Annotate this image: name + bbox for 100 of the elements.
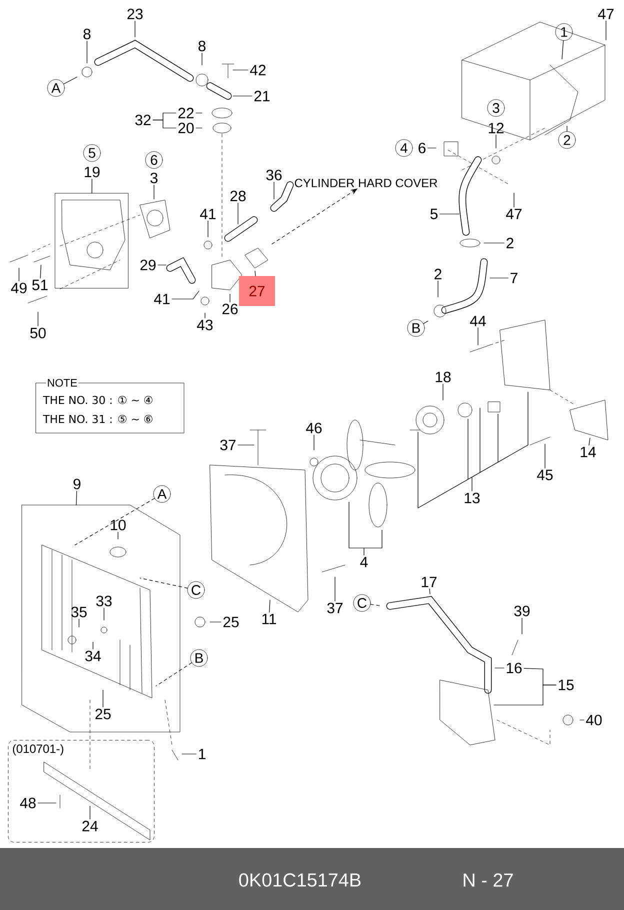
circled-letter: 2 [558,131,576,149]
circled-letter: C [187,581,205,599]
callout-number: 16 [506,662,522,674]
callout-number: 48 [20,798,36,808]
leader-line [423,320,428,324]
callout-number: 51 [32,280,48,290]
callout-number: 33 [96,596,112,606]
callout-number: 3 [150,172,158,184]
label: 0K01C15174B [239,873,361,887]
leader-line [92,642,94,650]
callout-number: 24 [82,820,98,832]
leader-line [76,490,78,506]
callout-number: 44 [470,316,486,326]
callout-number: 10 [110,520,126,530]
leader-line [269,600,270,612]
leader-line [140,578,188,588]
callout-number: 41 [154,294,170,304]
circled-letter: B [407,319,425,337]
callout-number: 49 [11,282,27,294]
leader-line [86,40,88,64]
leader-line [494,684,556,706]
callout-number: 19 [84,166,100,178]
footer-bar: 0K01C15174B N - 27 [0,848,624,910]
callout-number: 6 [418,142,426,154]
callout-number: 36 [266,170,282,180]
circled-letter: 1 [555,23,573,41]
leader-line [38,802,56,804]
callout-number: 9 [74,478,80,490]
callout-number: 2 [506,238,514,248]
callout-number: 14 [580,446,596,458]
leader-line [348,502,382,556]
leader-line [588,438,590,446]
leader-line [370,604,382,606]
leader-line [204,312,206,318]
callout-number: 37 [220,440,236,450]
leader-line [156,662,192,686]
callout-number: 29 [140,260,156,270]
callout-number: 4 [360,556,368,568]
callout-number: 17 [422,576,437,588]
callout-number: 47 [598,8,614,20]
leader-line [40,264,42,278]
callout-number: 50 [30,328,46,338]
leader-line [418,392,528,508]
leader-line [134,20,136,38]
leader-line [544,444,546,468]
callout-number: 41 [200,208,216,220]
callout-number: 20 [178,122,194,134]
callout-number: 25 [95,708,111,720]
assembly-frame [22,504,180,732]
callout-number: 8 [84,28,90,40]
callout-number: 46 [306,422,322,434]
highlighted-callout-number: 27 [239,276,275,306]
callout-number: 47 [506,208,522,220]
leader-line [63,76,78,84]
callout-number: 35 [71,606,87,618]
leader-line [172,290,200,300]
circled-letter: 6 [145,151,163,169]
callout-number: 26 [222,304,238,314]
callout-number: 11 [262,614,276,624]
callout-number: 32 [135,114,151,126]
leader-line [78,618,80,628]
leader-line [102,690,104,708]
callout-number: 22 [178,108,194,118]
callout-number: 1 [198,748,206,760]
callout-number: 43 [197,320,213,330]
leader-line [152,120,176,128]
callout-number: 42 [250,64,266,76]
label: N - 27 [464,873,513,887]
leader-line [238,444,254,446]
callout-number: 23 [127,8,143,20]
callout-number: 2 [434,268,442,280]
callout-number: 34 [85,650,101,662]
callout-number: 40 [586,714,602,726]
leader-line [566,126,568,132]
callout-number: 18 [436,372,451,382]
circled-letter: A [47,79,65,97]
leader-line [74,498,155,546]
callout-number: 39 [514,606,530,616]
leader-line [334,576,336,602]
callout-number: 45 [537,470,553,480]
circled-letter: 4 [395,139,413,157]
leader-line [254,270,256,276]
callout-number: 15 [558,680,574,690]
assembly-frame [55,193,128,288]
callout-number: 37 [327,602,343,614]
callout-number: 5 [430,208,438,220]
note-box: NOTE THE NO. 30 : ① ~ ④ THE NO. 31 : ⑤ ~ ⑥ [36,378,184,434]
leader-line [158,264,166,266]
callout-number: 25 [223,616,239,628]
leader-line [562,40,564,60]
reference-label: CYLINDER HARD COVER [294,178,438,188]
leader-line [442,384,444,400]
circled-letter: C [353,594,371,612]
callout-number: 13 [464,492,480,504]
leader-line [18,268,20,282]
leader-line [196,112,202,114]
leader-line [484,242,504,244]
circled-letter: 5 [83,144,101,162]
leader-line [429,588,430,594]
callout-number: 12 [488,122,504,134]
